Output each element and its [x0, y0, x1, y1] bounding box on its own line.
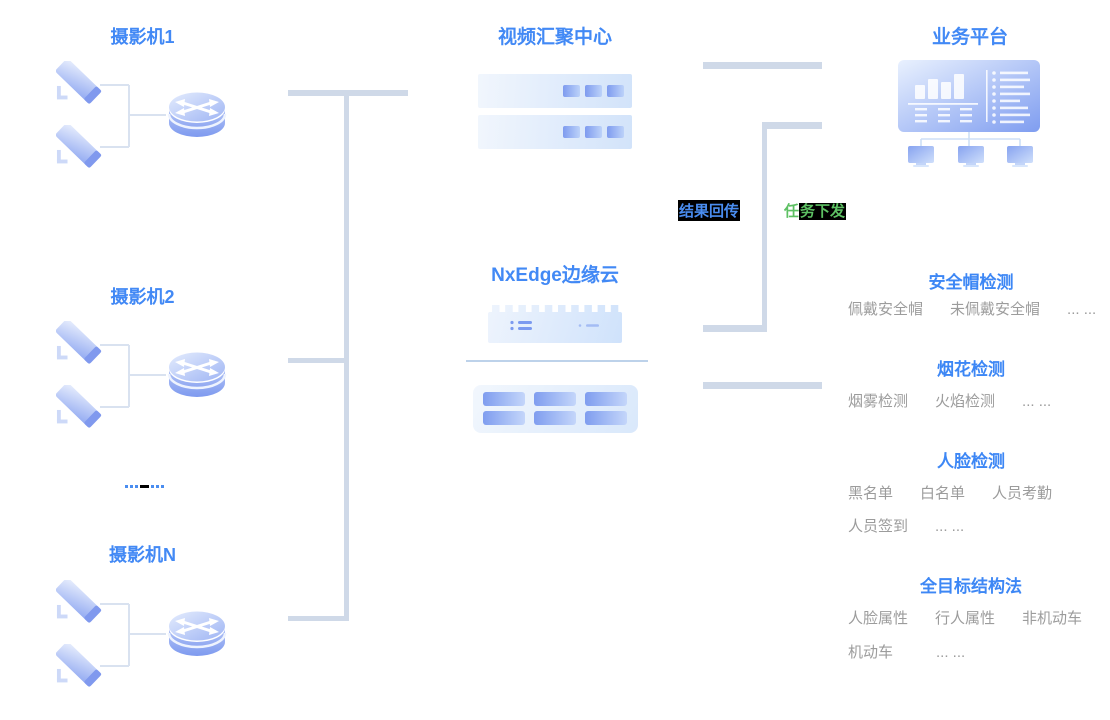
video-center-title: 视频汇聚中心 [497, 27, 612, 48]
link-video-to-platform [703, 62, 822, 69]
server-leds [563, 85, 624, 97]
platform-title: 业务平台 [931, 27, 1008, 48]
camera-icon [56, 580, 102, 624]
section-items: 佩戴安全帽 未佩戴安全帽 ... ... [848, 301, 1097, 318]
camera-group-2-art [56, 321, 227, 429]
switch-icon [167, 610, 227, 658]
trunk-vertical-line [344, 90, 349, 621]
section-items: 黑名单 白名单 人员考勤 [848, 485, 1053, 502]
flow-bracket-bottom [703, 325, 767, 332]
camera-icon [56, 125, 102, 169]
flow-bracket-vertical [762, 122, 767, 332]
section-title-face: 人脸检测 [937, 452, 1005, 471]
monitor-icon [958, 146, 984, 167]
section-items: 人脸属性 行人属性 非机动车 [848, 610, 1083, 627]
monitor-icon [908, 146, 934, 167]
trunk-branch-2 [288, 358, 344, 363]
camera-icon [56, 321, 102, 365]
camera-group-1-label: 摄影机1 [110, 27, 175, 47]
section-title-helmet: 安全帽检测 [928, 273, 1014, 292]
flow-bracket-top [762, 122, 822, 129]
camera-bracket-lines [100, 84, 166, 148]
monitor-link-lines [920, 132, 1021, 146]
edge-device-icon [488, 305, 622, 343]
server-leds [563, 126, 624, 138]
camera-group-1-art [56, 61, 227, 169]
camera-group-2-label: 摄影机2 [110, 287, 175, 307]
camera-group-n-label: 摄影机N [109, 545, 176, 565]
monitor-icon [1007, 146, 1033, 167]
trunk-branch-n [288, 616, 348, 621]
gpu-module-icon [473, 385, 638, 433]
section-items: 烟雾检测 火焰检测 ... ... [848, 393, 1052, 410]
section-title-smoke-fire: 烟花检测 [937, 360, 1005, 379]
camera-group-n-art [56, 580, 227, 688]
section-title-full-target: 全目标结构法 [920, 577, 1022, 596]
server-icon [478, 74, 632, 108]
edge-cloud-title: NxEdge边缘云 [491, 265, 619, 286]
section-items: 人员签到 ... ... [848, 518, 965, 535]
server-icon [478, 115, 632, 149]
switch-icon [167, 351, 227, 399]
camera-icon [56, 644, 102, 688]
link-edge-to-detections [703, 382, 822, 389]
dashboard-icon [898, 60, 1040, 167]
section-items: 机动车 ... ... [848, 644, 966, 661]
switch-icon [167, 91, 227, 139]
camera-icon [56, 385, 102, 429]
camera-icon [56, 61, 102, 105]
more-cameras-ellipsis [125, 485, 164, 488]
result-return-label: 结果回传 [678, 200, 741, 221]
task-dispatch-label: 任务下发 [784, 203, 847, 220]
edge-divider-line [466, 360, 648, 362]
